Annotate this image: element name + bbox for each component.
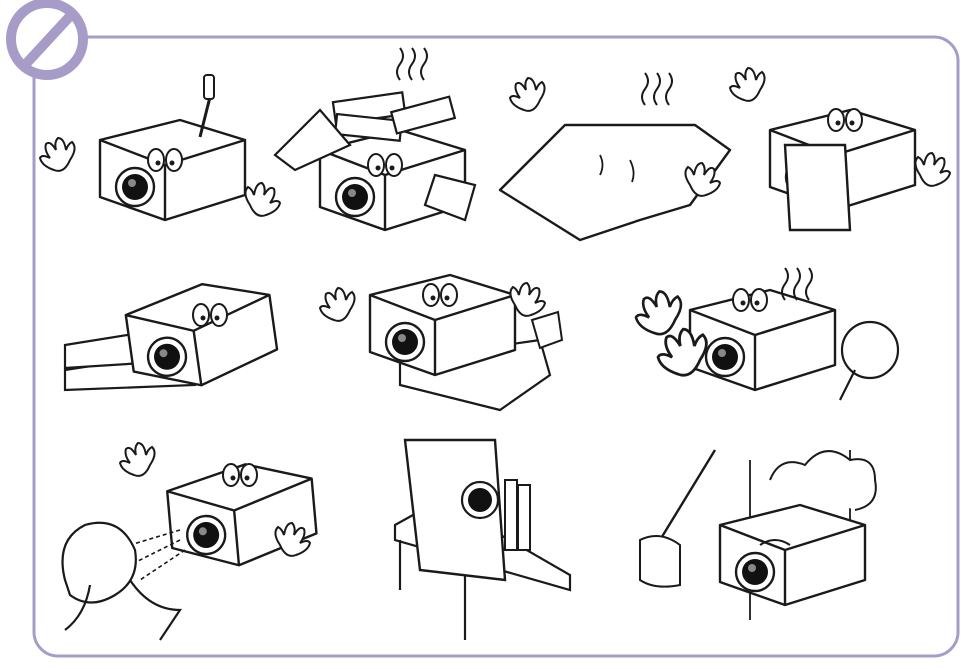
panel-staring-into-lens <box>61 442 320 641</box>
panel-edge-of-table <box>393 438 572 640</box>
panel-books <box>273 47 477 232</box>
panel-blankets <box>63 273 282 396</box>
panel-lens-blocked <box>729 67 951 232</box>
panel-tilted-cup <box>319 273 564 412</box>
panel-vents-blocked <box>634 267 900 401</box>
panel-cloth <box>498 72 732 242</box>
frame-border <box>32 35 960 658</box>
no-entry-icon <box>6 0 88 80</box>
panel-dusty-room <box>639 449 877 620</box>
panel-screwdriver <box>39 74 281 222</box>
